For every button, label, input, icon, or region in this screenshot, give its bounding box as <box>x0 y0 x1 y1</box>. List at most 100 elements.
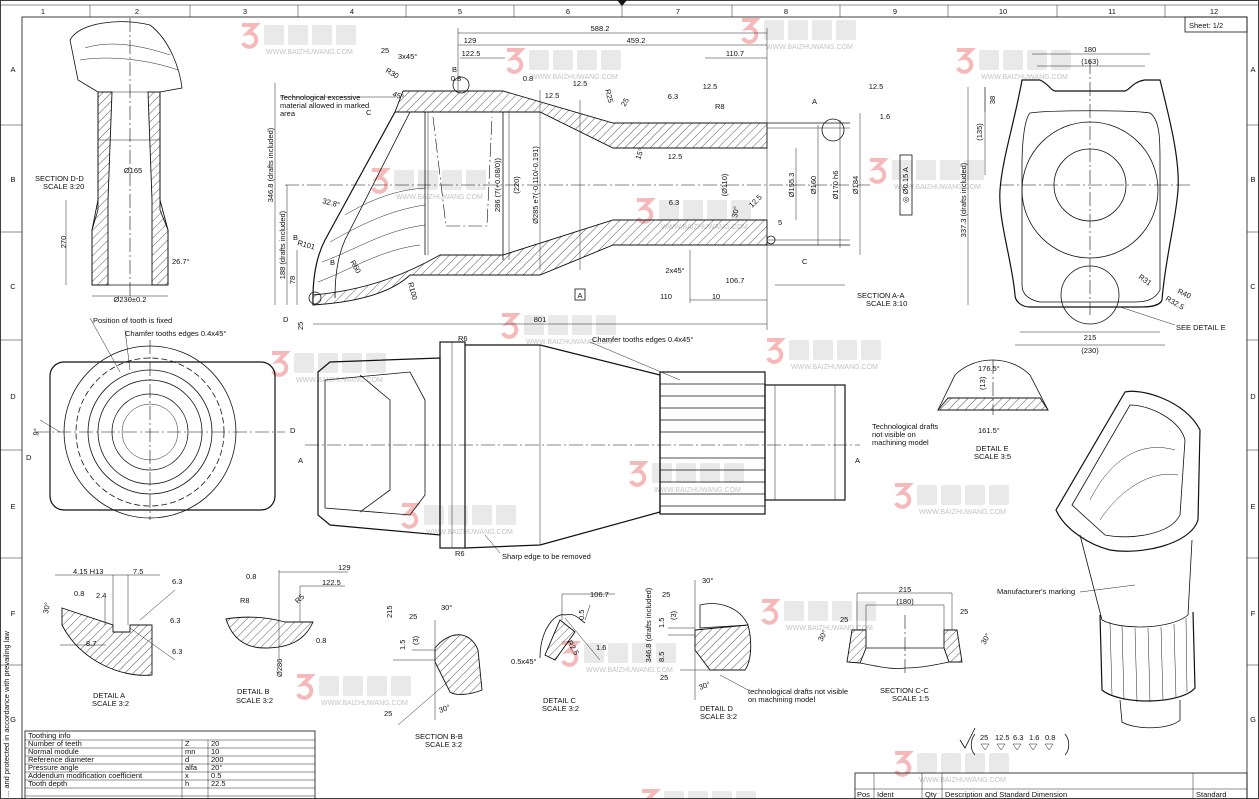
table-cell: 10 <box>211 747 219 756</box>
dimension-label: R5 <box>293 592 306 605</box>
view-title: DETAIL E <box>976 444 1009 453</box>
roughness-value: 6.3 <box>1013 733 1023 742</box>
sheet-number: Sheet: 1/2 <box>1189 21 1223 30</box>
dimension-label: R8 <box>240 596 250 605</box>
view-title: SECTION C-C <box>880 686 929 695</box>
dimension-label: R60 <box>348 259 363 275</box>
roughness-label: 25 <box>384 709 392 718</box>
grid-row: B <box>10 175 15 184</box>
grid-row: G <box>10 715 16 724</box>
toothing-info-table: Toothing info Number of teeth Z 20 Norma… <box>24 730 316 799</box>
note: on machining model <box>748 695 815 704</box>
table-cell: Tooth depth <box>28 779 67 788</box>
table-title: Toothing info <box>28 731 71 740</box>
column-header: Pos <box>857 790 870 799</box>
dimension-label: R40 <box>1176 287 1192 301</box>
dimension-label: 30° <box>702 576 713 585</box>
dimension-label: 9° <box>31 428 41 437</box>
view-scale: SCALE 1:5 <box>892 694 929 703</box>
grid-row: C <box>10 282 16 291</box>
section-a-a-view: A ◎ Ø0.15 A Technological excessive mate… <box>266 24 913 330</box>
roughness-label: 12.5 <box>869 82 884 91</box>
dimension-label: Ø170 h6 <box>831 171 840 200</box>
note-line: material allowed in marked <box>280 101 369 110</box>
dimension-label: 45° <box>391 89 405 101</box>
dimension-label: 286 (7(+0.08/0)) <box>493 158 502 212</box>
watermark-logo: WWW.BAIZHUWANG.COM <box>741 18 856 51</box>
dimension-label: 30° <box>979 632 992 646</box>
dimension-label: 110.7 <box>726 49 744 58</box>
note: Position of tooth is fixed <box>93 316 172 325</box>
dimension-label: (230) <box>1081 346 1099 355</box>
view-title: DETAIL C <box>543 696 577 705</box>
detail-d-marker-circle <box>308 291 322 305</box>
watermark-logo: WWW.BAIZHUWANG.COM <box>629 461 744 494</box>
roughness-label: 12.5 <box>573 79 588 88</box>
dimension-label: 161.5° <box>978 426 1000 435</box>
roughness-value: 0.8 <box>1045 733 1055 742</box>
roughness-value: 25 <box>980 733 988 742</box>
dimension-label: 801 <box>534 315 547 324</box>
dimension-label: 30° <box>730 206 741 219</box>
table-cell: mn <box>185 747 195 756</box>
table-cell: Reference diameter <box>28 755 94 764</box>
general-roughness-symbol: 25 12.5 6.3 1.6 0.8 <box>959 727 1070 756</box>
dimension-label: 106.7 <box>590 590 609 599</box>
isometric-view: Manufacturer's marking <box>997 390 1201 729</box>
dimension-label: 106.7 <box>726 276 745 285</box>
grid-row: D <box>10 392 16 401</box>
section-marker: A <box>812 97 817 106</box>
dimension-label: 30° <box>41 602 52 615</box>
dimension-label: 5 <box>778 218 782 227</box>
watermark-logo: WWW.BAIZHUWANG.COM <box>271 351 386 384</box>
dimension-label: 15° <box>633 147 645 161</box>
dimension-label: 129 <box>464 36 477 45</box>
detail-marker: D <box>283 315 289 324</box>
roughness-label: 25 <box>296 322 305 330</box>
watermark-logo: WWW.BAIZHUWANG.COM <box>561 641 676 674</box>
column-header: Ident <box>877 790 895 799</box>
grid-row: G <box>1250 715 1256 724</box>
grid-col: 8 <box>784 7 788 16</box>
dimension-label: Ø184 <box>851 176 860 194</box>
dimension-label: 270 <box>59 236 68 249</box>
dimension-label: Ø285 e7(-0.110/-0.191) <box>531 146 540 224</box>
watermark-logo: WWW.BAIZHUWANG.COM <box>501 313 616 346</box>
dimension-label: Ø286 <box>275 659 284 677</box>
view-scale: SCALE 3:2 <box>92 699 129 708</box>
watermark-logo: WWW.BAIZHUWANG.COM <box>296 674 411 707</box>
table-cell: 20 <box>211 739 219 748</box>
section-marker: D <box>290 426 296 435</box>
detail-e-view: 176.5° (13) 161.5° Technological drafts … <box>872 359 1049 461</box>
grid-col: 4 <box>350 7 354 16</box>
roughness-label: 0.8 <box>451 74 461 83</box>
table-cell: Pressure angle <box>28 763 78 772</box>
roughness-label: 12.5 <box>668 152 683 161</box>
right-view: 180 (163) 38 (135) 337.3 (drafts include… <box>959 45 1226 355</box>
watermark-logo: WWW.BAIZHUWANG.COM <box>761 599 876 632</box>
grid-row: A <box>1250 65 1255 74</box>
note: Chamfer tooths edges 0.4x45° <box>592 335 693 344</box>
front-view: Position of tooth is fixed Chamfer tooth… <box>26 316 296 520</box>
side-view: R6 R6 Chamfer tooths edges 0.4x45° Sharp… <box>298 334 860 561</box>
dimension-label: Ø155.3 <box>787 173 796 198</box>
watermark-url: WWW.BAIZHUWANG.COM <box>919 509 1006 516</box>
roughness-label: 25 <box>840 615 848 624</box>
grid-col: 3 <box>243 7 247 16</box>
roughness-label: 12.5 <box>703 82 718 91</box>
center-mark-arrow-icon <box>617 0 627 6</box>
watermark-logo: WWW.BAIZHUWANG.COM <box>401 503 516 536</box>
roughness-label: 0.8 <box>523 74 533 83</box>
view-title: DETAIL B <box>237 687 270 696</box>
roughness-label: 25 <box>662 590 670 599</box>
dimension-label: Ø165 <box>124 166 142 175</box>
roughness-label: 6.3 <box>172 577 182 586</box>
dimension-label: 2x45° <box>665 266 684 275</box>
grid-row-labels: A B C D E F G A B C D E F G <box>10 65 1256 724</box>
detail-c-view: 106.7 0.5 R2.5 1.6 0.5x45° DETAIL C SCAL… <box>511 590 615 713</box>
watermark-logo: WWW.BAIZHUWANG.COM <box>642 789 756 799</box>
dimension-label: 32.8° <box>321 196 340 209</box>
section-marker: A <box>298 456 303 465</box>
roughness-label: 25 <box>619 96 631 108</box>
